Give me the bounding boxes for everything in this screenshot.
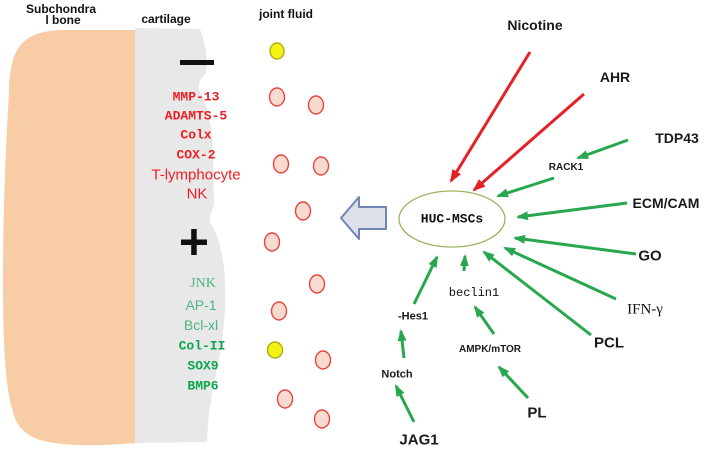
suppressed-cell-t-lymphocyte: T-lymphocyte (151, 166, 241, 184)
pink-cell-icon (294, 201, 312, 221)
subchondral-bone-region (3, 30, 135, 446)
suppressed-gene-adamts5: ADAMTS-5 (164, 108, 228, 124)
factor-ahr-label: AHR (599, 69, 631, 85)
cartilage-label: cartilage (141, 12, 191, 26)
tdp43-to-rack1-arrow (576, 138, 629, 160)
factor-jag1-label: JAG1 (399, 431, 439, 449)
pink-cell-icon (268, 87, 286, 107)
factor-ecm-cam-label: ECM/CAM (632, 195, 700, 211)
cartilage-region (135, 28, 226, 443)
joint-fluid-cells (263, 42, 332, 429)
pink-cell-icon (308, 274, 326, 294)
factor-go-label: GO (638, 247, 662, 265)
pathway-hes1-label: -Hes1 (398, 310, 428, 323)
red-arrows (449, 51, 585, 192)
yellow-cell-icon (269, 42, 285, 60)
factor-ifn-gamma-label: IFN-γ (627, 301, 663, 318)
factor-nicotine-label: Nicotine (507, 17, 563, 33)
promoted-gene-ap1: AP-1 (185, 297, 217, 313)
pink-cell-icon (272, 154, 290, 174)
pink-cell-icon (270, 301, 288, 321)
jag1-to-notch-arrow (394, 384, 416, 423)
nicotine-arrow (449, 51, 532, 183)
suppressed-gene-mmp13: MMP-13 (172, 89, 220, 105)
ifn-gamma-to-cell-arrow (503, 246, 617, 301)
pathway-ampk-mtor-label: AMPK/mTOR (458, 344, 522, 355)
pathway-beclin1-label: beclin1 (448, 286, 500, 300)
yellow-cell-icon (266, 341, 284, 359)
suppressed-cell-nk: NK (186, 185, 208, 203)
green-arrows (394, 138, 637, 423)
pcl-to-cell-arrow (482, 250, 592, 337)
ahr-arrow (472, 92, 585, 192)
pink-cell-icon (312, 156, 330, 176)
ecm-cam-to-cell-arrow (516, 201, 628, 221)
suppressed-gene-colx: Colx (180, 127, 212, 143)
suppressed-gene-cox2: COX-2 (176, 147, 216, 163)
joint-fluid-label: joint fluid (259, 7, 313, 21)
pink-cell-icon (314, 350, 332, 370)
pink-cell-icon (307, 95, 325, 115)
promoted-gene-sox9: SOX9 (187, 358, 219, 374)
promoted-gene-bmp6: BMP6 (187, 378, 219, 394)
rack1-to-cell-arrow (496, 176, 555, 198)
go-to-cell-arrow (513, 234, 637, 256)
factor-pcl-label: PCL (594, 334, 624, 352)
pl-to-ampk-arrow (497, 365, 530, 400)
promoted-gene-col2: Col-II (178, 338, 226, 354)
subchondral-bone-label-line1: Subchondra (25, 2, 97, 16)
suppression-minus-sign (180, 60, 214, 65)
promoted-gene-jnk: JNK (190, 276, 216, 291)
ampk-to-beclin1-arrow (473, 305, 496, 335)
pink-cell-icon (313, 409, 331, 429)
effect-block-arrow-icon (340, 196, 387, 240)
promoted-gene-bclxl: Bcl-xl (183, 317, 219, 333)
pathway-notch-label: Notch (381, 368, 413, 381)
huc-mscs-label: HUC-MSCs (420, 211, 484, 227)
subchondral-bone-label-line2: l bone (45, 13, 81, 27)
hes1-to-cell-arrow (412, 255, 439, 305)
beclin1-to-cell-arrow (459, 254, 469, 272)
pink-cell-icon (276, 389, 294, 409)
mediator-rack1-label: RACK1 (548, 162, 584, 173)
promotion-plus-sign (181, 229, 207, 255)
factor-pl-label: PL (527, 404, 547, 422)
factor-tdp43-label: TDP43 (655, 130, 699, 146)
notch-to-hes1-arrow (397, 329, 407, 359)
pink-cell-icon (263, 232, 281, 252)
huc-mscs-ellipse (398, 190, 506, 248)
